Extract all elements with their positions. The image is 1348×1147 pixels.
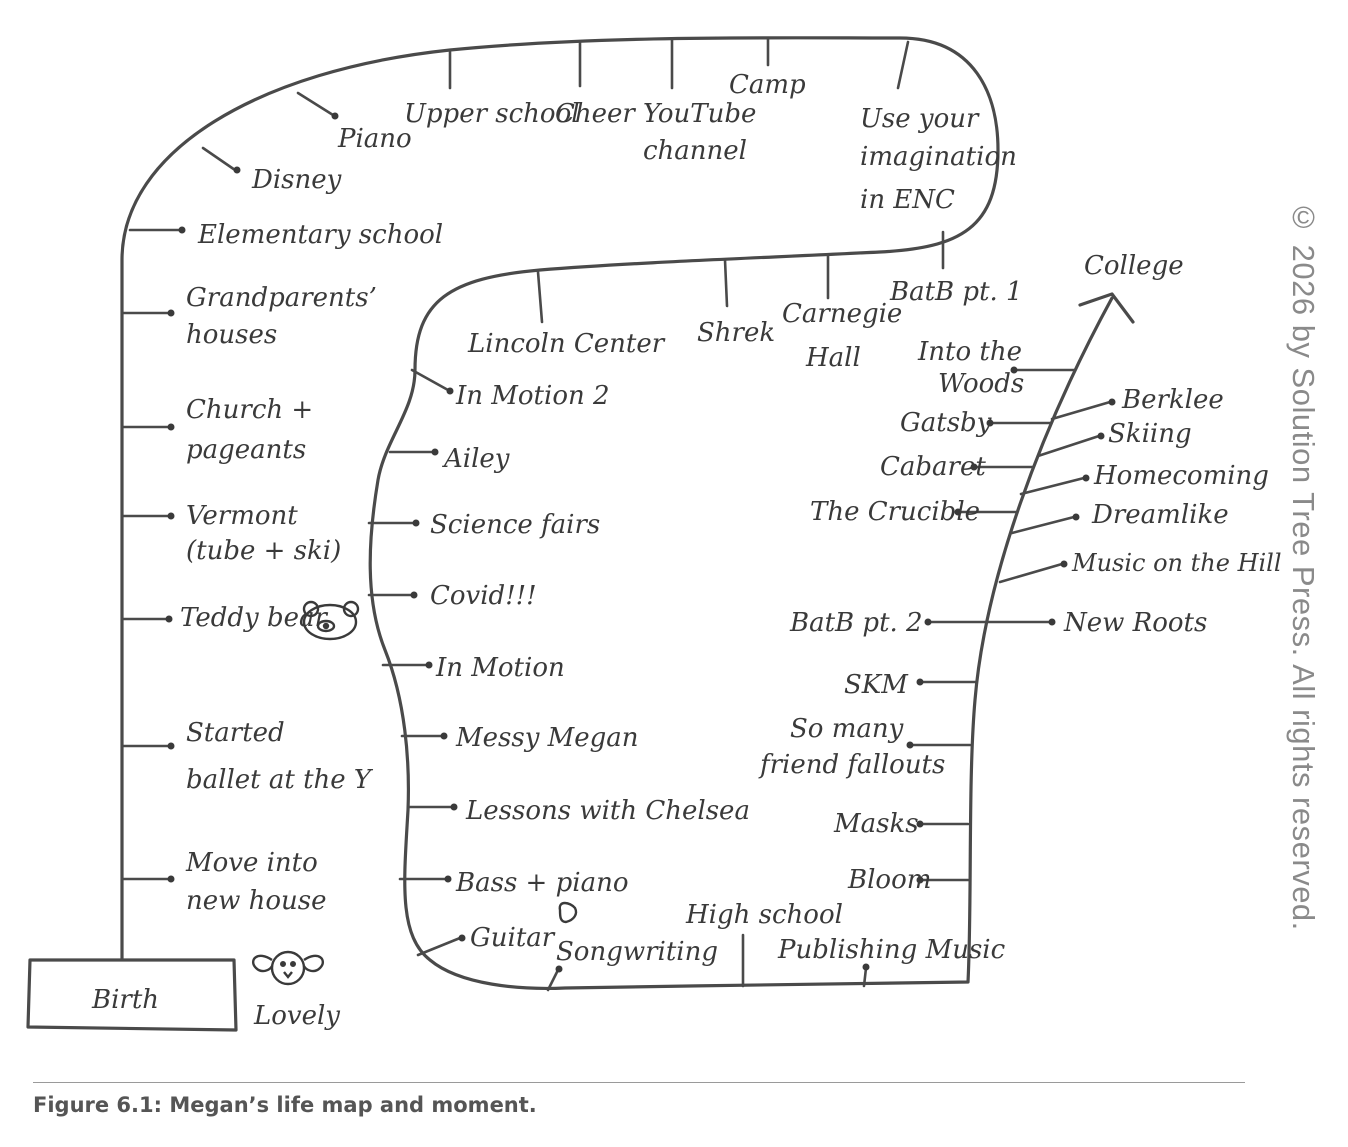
grandparents-label-1: Grandparents’ [186,283,377,313]
lincoln-label: Lincoln Center [467,329,666,359]
grandparents-label-2: houses [186,320,277,350]
teddy-bear-doodle [302,600,360,641]
teddy-label: Teddy bear [180,603,328,633]
birth-label: Birth [91,985,159,1015]
musichill-label: Music on the Hill [1071,549,1282,577]
batb2-label: BatB pt. 2 [789,608,923,638]
masks-label: Masks [833,809,919,839]
youtube-label-1: YouTube [643,99,756,129]
bloom-label: Bloom [847,865,931,895]
shrek-label: Shrek [697,318,775,348]
youtube-label-2: channel [643,136,747,166]
church-label-2: pageants [186,435,306,465]
dreamlike-label: Dreamlike [1091,500,1229,530]
fallouts-label-1: So many [790,714,904,744]
figure-caption: Figure 6.1: Megan’s life map and moment. [33,1093,537,1117]
life-road [120,36,1114,990]
batb1-label: BatB pt. 1 [889,277,1023,307]
ballet-label-1: Started [186,718,285,748]
woods-label-1: Into the [917,337,1022,367]
carnegie-label-1: Carnegie [782,299,902,329]
left-ticks [120,91,339,883]
skm-label: SKM [844,670,909,700]
vermont-label-1: Vermont [186,501,298,531]
fallouts-label-2: friend fallouts [758,750,945,780]
church-label-1: Church + [186,395,313,425]
inmotion2-label: In Motion 2 [455,381,610,411]
newroots-label: New Roots [1063,608,1207,638]
skiing-label: Skiing [1108,419,1192,449]
disney-label: Disney [251,165,342,195]
caption-divider [33,1082,1245,1083]
heart-doodle [558,901,578,924]
piano-label: Piano [337,124,412,154]
move-label-2: new house [186,886,327,916]
enc-label-1: Use your [860,104,980,134]
ailey-label: Ailey [442,444,510,474]
publishing-label: Publishing Music [777,935,1006,965]
lovely-doodle [251,950,325,986]
homecoming-label: Homecoming [1093,461,1269,491]
top-ticks [448,37,945,324]
upper-school-label: Upper school [404,99,580,129]
highschool-label: High school [685,900,843,930]
berklee-label: Berklee [1121,385,1224,415]
guitar-label: Guitar [470,923,556,953]
covid-label: Covid!!! [430,581,537,611]
middle-ticks [367,368,870,992]
carnegie-label-2: Hall [805,343,861,373]
camp-label: Camp [729,70,806,100]
elementary-label: Elementary school [197,220,443,250]
copyright-text: © 2026 by Solution Tree Press. All right… [1286,200,1321,931]
right-ticks [906,366,1116,884]
gatsby-label: Gatsby [900,408,992,438]
copyright-notice: © 2026 by Solution Tree Press. All right… [1285,200,1325,950]
enc-label-3: in ENC [860,185,955,215]
vermont-label-2: (tube + ski) [186,536,341,566]
college-arrowhead [1078,292,1135,324]
cheer-label: Cheer [555,99,636,129]
lovely-label: Lovely [253,1001,340,1031]
woods-label-2: Woods [938,369,1024,399]
songwriting-label: Songwriting [556,937,718,967]
ballet-label-2: ballet at the Y [186,765,374,795]
science-label: Science fairs [430,510,600,540]
messy-label: Messy Megan [455,723,639,753]
crucible-label: The Crucible [810,497,980,527]
bass-label: Bass + piano [455,868,628,898]
birth-box [26,958,238,1032]
cabaret-label: Cabaret [880,452,986,482]
college-label: College [1084,251,1184,281]
lessons-label: Lessons with Chelsea [465,796,750,826]
inmotion-label: In Motion [435,653,565,683]
move-label-1: Move into [185,848,318,878]
enc-label-2: imagination [860,142,1017,172]
